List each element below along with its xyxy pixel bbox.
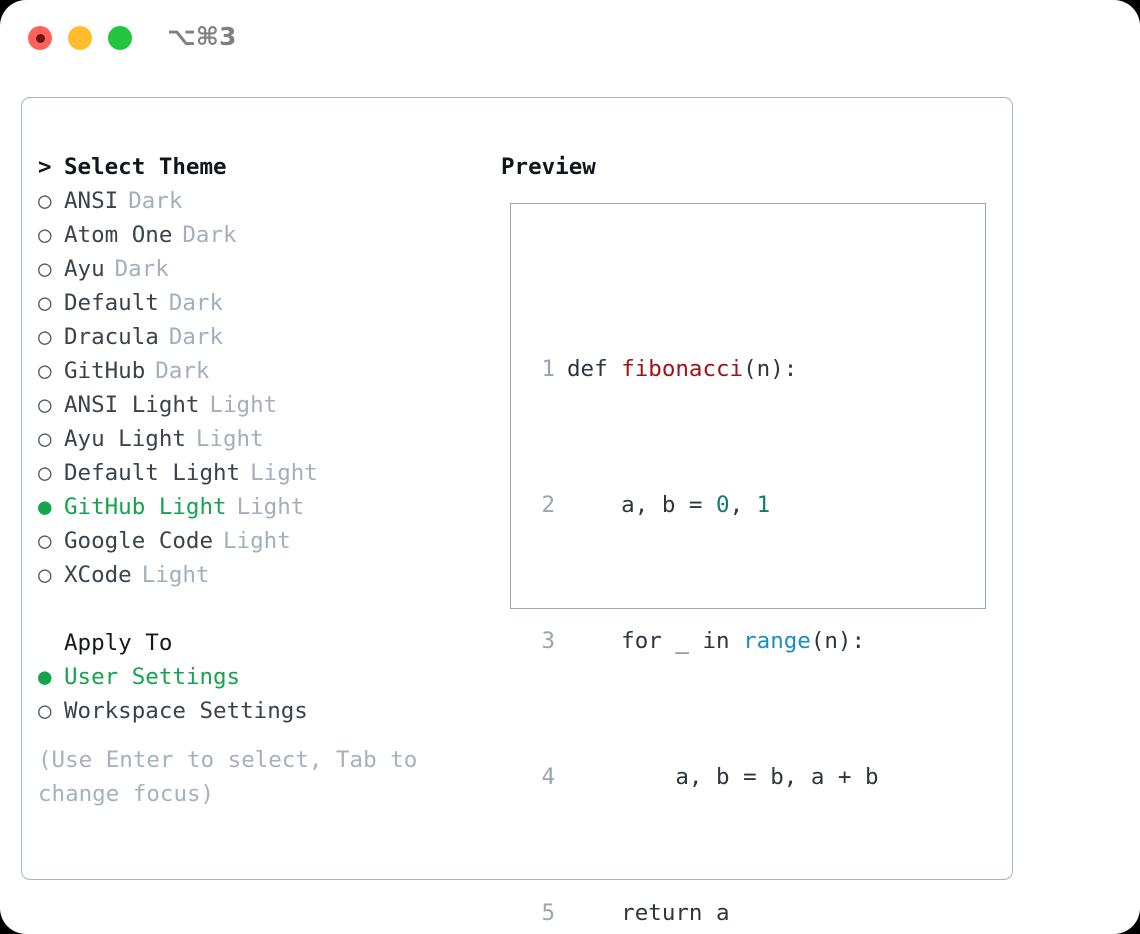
radio-unselected-icon[interactable]: ○ <box>38 698 52 724</box>
code-token: a, b = <box>567 492 717 518</box>
theme-item-label: Default Light <box>64 460 241 486</box>
preview-column: Preview <box>501 150 596 184</box>
theme-item-tag: Light <box>250 460 318 486</box>
theme-item-label: GitHub Light <box>64 494 227 520</box>
maximize-button[interactable] <box>108 26 132 50</box>
theme-item-ansi[interactable]: ○ ANSI Dark <box>38 184 478 218</box>
list-spacer <box>38 592 478 626</box>
code-token: for _ in <box>567 628 744 654</box>
radio-unselected-icon[interactable]: ○ <box>38 460 52 486</box>
theme-item-tag: Light <box>223 528 291 554</box>
code-token: def <box>567 356 622 382</box>
minimize-button[interactable] <box>68 26 92 50</box>
code-line: 3 for _ in range(n): <box>529 624 919 658</box>
keyboard-hint-text: (Use Enter to select, Tab to change focu… <box>38 747 418 807</box>
keyboard-shortcut-label: ⌥⌘3 <box>167 22 237 51</box>
line-number: 4 <box>541 764 555 790</box>
apply-to-header: Apply To <box>38 626 478 660</box>
theme-item-github-light[interactable]: ● GitHub Light Light <box>38 490 478 524</box>
theme-item-tag: Light <box>141 562 210 588</box>
radio-selected-icon[interactable]: ● <box>38 664 52 690</box>
theme-item-ayu-light[interactable]: ○ Ayu Light Light <box>38 422 478 456</box>
radio-unselected-icon[interactable]: ○ <box>38 358 52 384</box>
code-token: a, b = b, a + b <box>567 764 879 790</box>
theme-list-header-label: Select Theme <box>64 154 227 180</box>
theme-item-default-light[interactable]: ○ Default Light Light <box>38 456 478 490</box>
theme-item-tag: Dark <box>182 222 237 248</box>
code-token: return a <box>567 900 730 926</box>
theme-item-dracula[interactable]: ○ Dracula Dark <box>38 320 478 354</box>
theme-item-label: Google Code <box>64 528 214 554</box>
theme-item-tag: Dark <box>128 188 183 214</box>
theme-item-ansi-light[interactable]: ○ ANSI Light Light <box>38 388 478 422</box>
line-number: 5 <box>541 900 555 926</box>
code-line: 2 a, b = 0, 1 <box>529 488 919 522</box>
theme-item-tag: Light <box>195 426 264 452</box>
radio-unselected-icon[interactable]: ○ <box>38 256 52 282</box>
prompt-caret-icon: > <box>38 154 52 180</box>
theme-item-label: Ayu <box>64 256 105 282</box>
theme-item-label: Dracula <box>64 324 159 350</box>
radio-unselected-icon[interactable]: ○ <box>38 290 52 316</box>
line-number: 2 <box>541 492 555 518</box>
radio-unselected-icon[interactable]: ○ <box>38 562 52 588</box>
radio-unselected-icon[interactable]: ○ <box>38 188 52 214</box>
code-line: 1 def fibonacci(n): <box>529 352 919 386</box>
title-bar: ⌥⌘3 <box>0 0 1140 78</box>
radio-unselected-icon[interactable]: ○ <box>38 324 52 350</box>
radio-unselected-icon[interactable]: ○ <box>38 222 52 248</box>
theme-item-label: GitHub <box>64 358 146 384</box>
theme-item-tag: Dark <box>168 290 224 316</box>
code-token-number: 0 <box>716 492 730 518</box>
theme-item-tag: Dark <box>168 324 224 350</box>
theme-item-atom-one[interactable]: ○ Atom One Dark <box>38 218 478 252</box>
apply-to-header-label: Apply To <box>64 630 173 656</box>
theme-item-tag: Light <box>209 392 278 418</box>
theme-item-ayu[interactable]: ○ Ayu Dark <box>38 252 478 286</box>
code-token: (n): <box>743 356 798 382</box>
apply-to-option-label: Workspace Settings <box>64 698 308 724</box>
radio-unselected-icon[interactable]: ○ <box>38 528 52 554</box>
code-line: 4 a, b = b, a + b <box>529 760 919 794</box>
theme-item-label: Atom One <box>64 222 173 248</box>
theme-item-label: ANSI Light <box>64 392 200 418</box>
line-number: 1 <box>541 356 555 382</box>
apply-to-option-label: User Settings <box>64 664 241 690</box>
code-token-builtin: range <box>743 628 811 654</box>
code-token: (n): <box>810 628 866 654</box>
radio-unselected-icon[interactable]: ○ <box>38 426 52 452</box>
code-token-function: fibonacci <box>621 356 744 382</box>
radio-selected-icon[interactable]: ● <box>38 494 52 520</box>
code-token: , <box>729 492 757 518</box>
theme-item-label: XCode <box>64 562 132 588</box>
theme-item-tag: Light <box>236 494 305 520</box>
close-button[interactable] <box>28 26 52 50</box>
window-controls <box>28 26 132 50</box>
code-line: 5 return a <box>529 896 919 930</box>
theme-item-label: Ayu Light <box>64 426 186 452</box>
theme-list-header: > Select Theme <box>38 150 478 184</box>
theme-item-label: Default <box>64 290 159 316</box>
theme-item-xcode[interactable]: ○ XCode Light <box>38 558 478 592</box>
radio-unselected-icon[interactable]: ○ <box>38 392 52 418</box>
apply-to-option-workspace-settings[interactable]: ○ Workspace Settings <box>38 694 478 728</box>
code-token-number: 1 <box>756 492 771 518</box>
preview-title: Preview <box>501 154 596 180</box>
line-number: 3 <box>541 628 555 654</box>
theme-item-github[interactable]: ○ GitHub Dark <box>38 354 478 388</box>
theme-item-google-code[interactable]: ○ Google Code Light <box>38 524 478 558</box>
theme-item-tag: Dark <box>155 358 210 384</box>
theme-item-default[interactable]: ○ Default Dark <box>38 286 478 320</box>
theme-item-label: ANSI <box>64 188 119 214</box>
theme-item-tag: Dark <box>114 256 169 282</box>
apply-to-option-user-settings[interactable]: ● User Settings <box>38 660 478 694</box>
